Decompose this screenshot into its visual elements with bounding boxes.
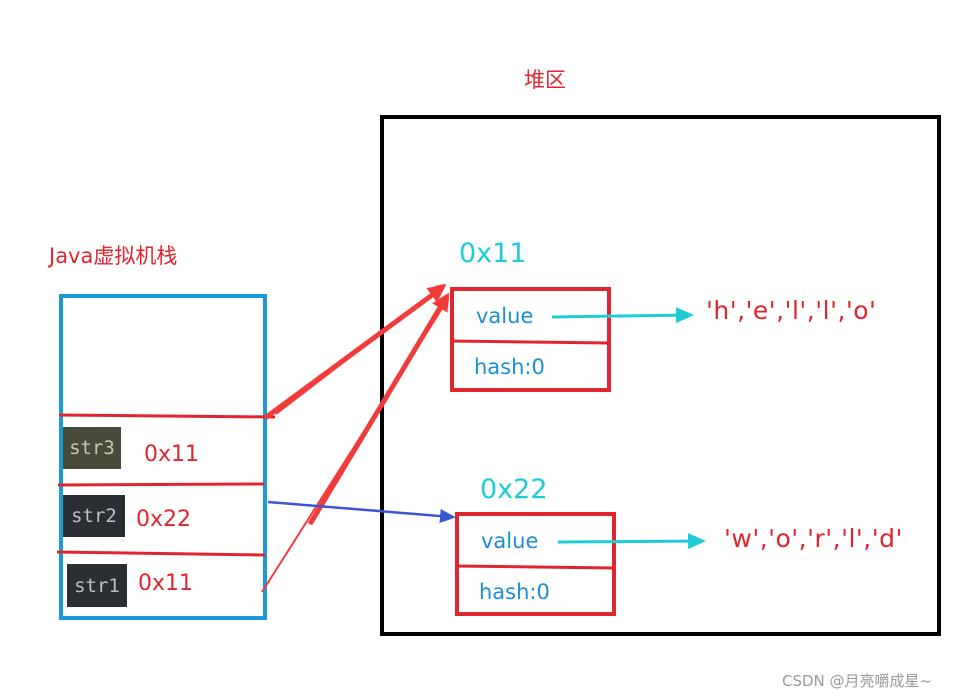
string-object-box xyxy=(450,287,611,392)
var-ref-str2: 0x22 xyxy=(136,507,192,532)
var-chip-str1: str1 xyxy=(67,564,127,607)
var-ref-str1: 0x11 xyxy=(138,571,194,596)
value-field-label: value xyxy=(481,529,539,553)
stack-divider xyxy=(56,550,266,557)
reference-arrow-str2 xyxy=(267,500,456,524)
object-address: 0x11 xyxy=(459,238,527,269)
object-address: 0x22 xyxy=(480,474,548,505)
hash-field-label: hash:0 xyxy=(474,355,545,379)
reference-arrow-thick xyxy=(263,284,447,421)
stack-divider xyxy=(58,413,276,419)
value-pointer-arrow xyxy=(557,533,706,550)
value-field-label: value xyxy=(476,304,534,328)
char-array: 'h','e','l','l','o' xyxy=(706,296,877,325)
var-chip-str3: str3 xyxy=(63,427,121,469)
stack-divider xyxy=(57,482,265,487)
var-chip-str2: str2 xyxy=(63,495,125,537)
var-ref-str3: 0x11 xyxy=(144,442,200,467)
stack-title: Java虚拟机栈 xyxy=(49,244,178,268)
watermark: CSDN @月亮嚼成星~ xyxy=(782,672,933,690)
value-pointer-arrow xyxy=(551,307,694,324)
char-array: 'w','o','r','l','d' xyxy=(724,524,903,553)
stack-frame-box xyxy=(59,294,267,620)
object-divider xyxy=(454,564,615,570)
hash-field-label: hash:0 xyxy=(479,580,550,604)
heap-title: 堆区 xyxy=(524,68,566,92)
string-object-box xyxy=(455,512,616,616)
object-divider xyxy=(449,339,611,345)
reference-arrow-str1 xyxy=(261,297,450,593)
heap-area-box xyxy=(380,115,941,636)
